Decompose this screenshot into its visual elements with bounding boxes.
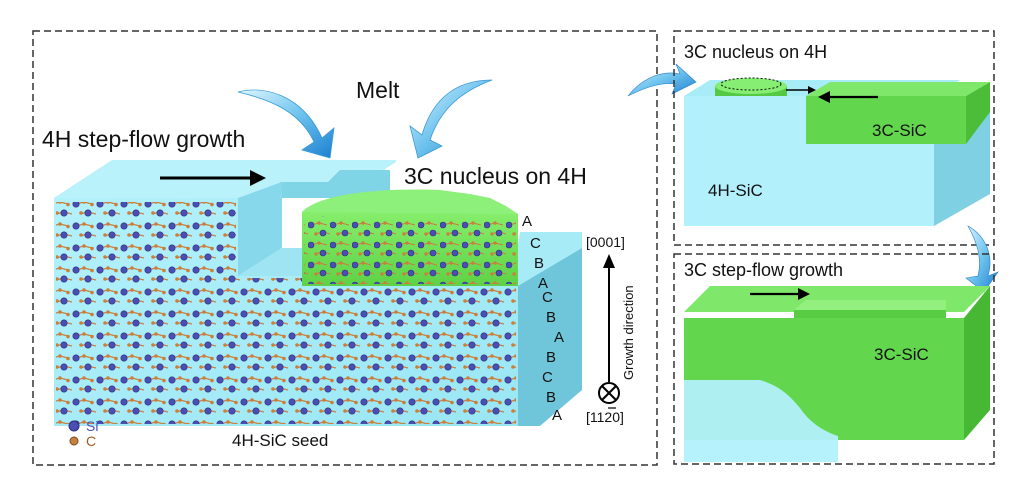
nucleus-top [302,189,518,220]
tr-nucleus-outline [720,77,782,91]
bottom-right-panel-frame [673,253,995,465]
panel-connector-down-icon [965,225,999,293]
top-right-panel-frame [673,30,995,246]
stack-letter: A [554,329,564,346]
stacking-sequence-nucleus: A C B A [522,213,548,292]
stack-letter: A [522,213,532,230]
main-panel-frame [32,30,658,466]
top-right-title: 3C nucleus on 4H [684,42,827,62]
tr-4h-label: 4H-SiC [708,181,763,200]
tr-4h-front [684,96,934,226]
stack-letter: A [552,407,562,424]
seed-top-lower [518,232,582,286]
br-4h-remnant [684,380,838,462]
tr-nucleus-side [715,86,787,96]
legend-si-label: Si [86,418,98,434]
nucleus-label: 3C nucleus on 4H [404,163,587,189]
direction-in-label: [1120] [586,409,624,425]
direction-up-label: [0001] [586,234,625,250]
stack-letter: B [534,255,544,272]
stack-letter: A [538,275,548,292]
tr-nucleus-top [715,78,787,94]
br-step-top [794,300,946,310]
stack-letter: B [546,309,556,326]
step-cavity-floor [238,248,304,276]
into-page-icon [598,382,620,404]
tr-arrow-right-head-icon [808,86,816,94]
melt-arrow-left-icon [237,89,335,159]
melt-label: Melt [356,77,400,103]
direction-label: Growth direction [621,285,636,380]
seed-front-face-lattice [56,202,516,424]
br-step-front [794,310,946,318]
tr-3c-label: 3C-SiC [872,121,927,140]
stack-letter: B [546,349,556,366]
br-arrow-head-icon [798,288,810,300]
melt-arrow-right-icon [409,79,493,159]
step-cavity-wall [238,182,282,276]
stack-letter: C [542,289,553,306]
tr-arrow-left-head-icon [818,91,830,103]
br-3c-label: 3C-SiC [874,345,929,364]
tr-3c-side [966,82,990,144]
step-flow-label: 4H step-flow growth [42,126,245,152]
br-3c-side [964,286,990,440]
seed-label: 4H-SiC seed [232,431,328,450]
stack-letter: C [542,369,553,386]
bottom-right-title: 3C step-flow growth [684,260,843,280]
legend-c-label: C [86,433,96,449]
tr-3c-front [806,96,966,144]
step-cavity-back [280,170,390,198]
legend-si-icon [68,420,80,432]
stack-letter: C [530,235,541,252]
stacking-sequence-seed: C B A B C B A [542,289,564,424]
tr-3c-top [806,82,990,96]
step-flow-arrow-head-icon [250,170,266,186]
panel-connector-arrow-icon [627,63,697,97]
growth-direction-arrow-head-icon [603,254,615,268]
seed-right-face [518,248,582,426]
stack-letter: B [546,389,556,406]
legend-c-icon [69,436,79,446]
nucleus-front-lattice [304,216,516,284]
